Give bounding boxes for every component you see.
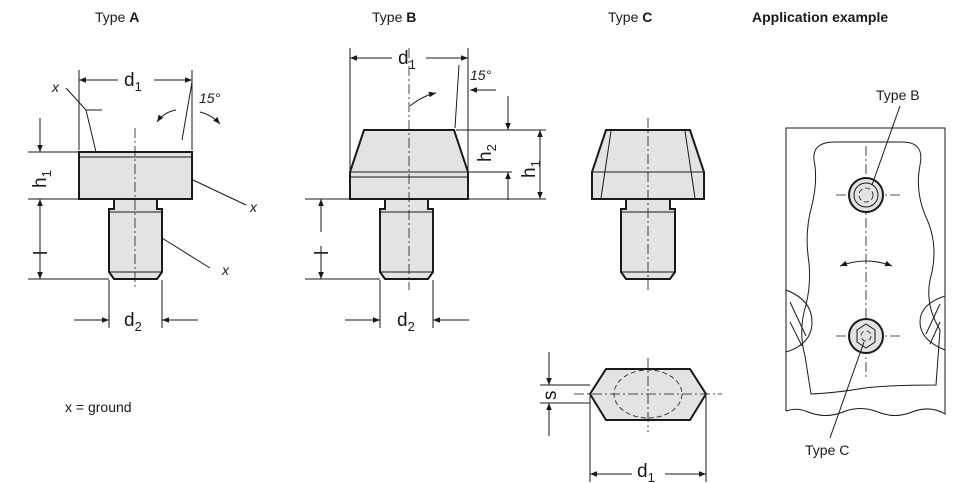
type-b-d2-label: d2: [397, 310, 415, 334]
type-b-h1-label: h1: [519, 160, 543, 178]
type-c-s-label: s: [540, 391, 561, 401]
type-c-top-view: s d1: [540, 352, 722, 483]
title-type-a: Type A: [95, 9, 139, 25]
application-pin-b: [848, 177, 884, 213]
type-a-x-head: x: [249, 199, 258, 215]
title-type-b: Type B: [372, 9, 416, 25]
application-left-locator: [785, 289, 813, 353]
application-drawing: Type B Type C: [785, 87, 946, 458]
title-application: Application example: [752, 9, 888, 25]
type-a-x-thread: x: [221, 262, 230, 278]
title-type-c: Type C: [608, 9, 652, 25]
type-a-head: [78, 151, 193, 200]
type-a-d2-label: d2: [124, 310, 142, 334]
type-a-thread: [108, 198, 163, 280]
application-pin-c: [848, 318, 884, 354]
type-b-thread: [379, 198, 434, 280]
type-c-d1-label: d1: [637, 461, 655, 483]
type-a-h1-label: h1: [30, 170, 54, 188]
application-type-c-label: Type C: [805, 442, 849, 458]
type-c-drawing: [591, 118, 705, 290]
type-b-angle-label: 15°: [470, 67, 492, 83]
application-plate: [785, 127, 946, 416]
type-a-drawing: d1 15° x x x h1 l d2: [28, 70, 258, 334]
legend-ground: x = ground: [65, 399, 132, 415]
type-b-drawing: d1 15° h2 h1 l d2: [305, 48, 546, 334]
type-a-x-top: x: [51, 79, 60, 95]
type-b-h2-label: h2: [475, 144, 499, 162]
type-b-d1-label: d1: [398, 48, 416, 72]
type-a-l-label: l: [31, 251, 52, 255]
application-rotation-arrow: [839, 260, 893, 267]
type-a-d1-label: d1: [124, 70, 142, 94]
application-type-b-label: Type B: [876, 87, 920, 103]
application-right-locator: [919, 295, 946, 351]
type-a-angle-label: 15°: [199, 90, 221, 106]
type-b-l-label: l: [312, 251, 333, 255]
